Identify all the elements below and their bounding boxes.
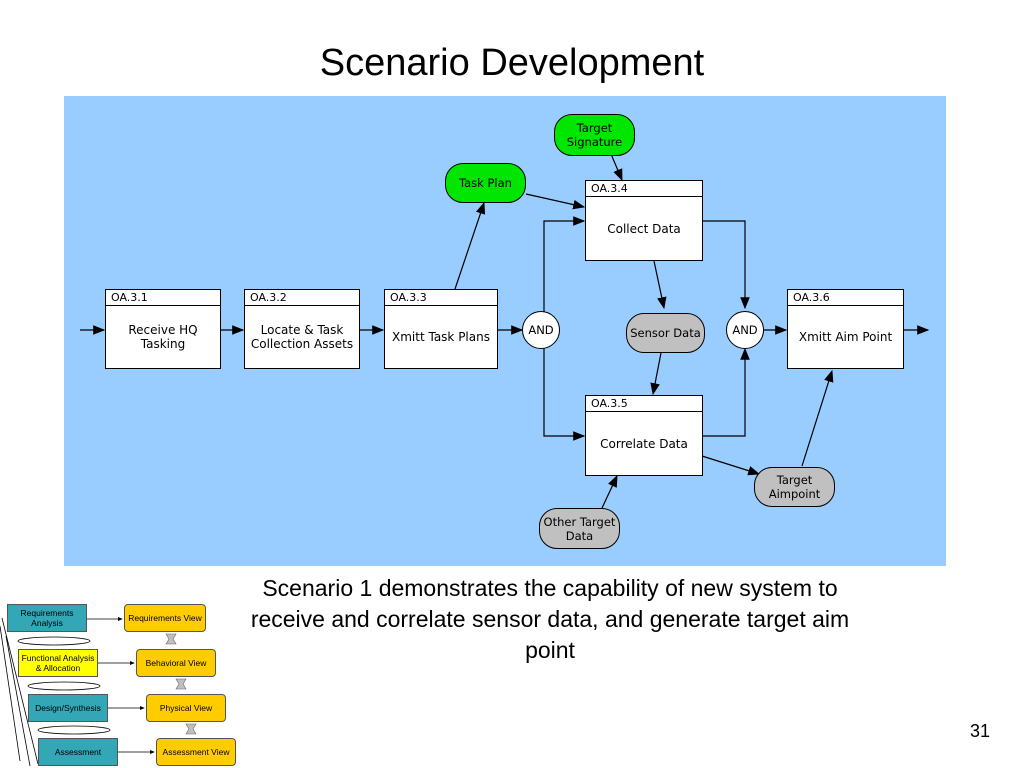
activity-label: Collect Data — [607, 221, 681, 236]
activity-diagram: OA.3.1 Receive HQ Tasking OA.3.2 Locate … — [64, 96, 946, 566]
activity-id: OA.3.1 — [106, 290, 220, 306]
activity-label: Xmitt Aim Point — [798, 330, 893, 344]
process-assessment: Assessment — [38, 738, 118, 766]
activity-label: Correlate Data — [600, 436, 688, 451]
activity-id: OA.3.5 — [586, 396, 702, 412]
view-physical: Physical View — [146, 694, 226, 722]
resource-other-target-data[interactable]: Other Target Data — [539, 508, 620, 549]
resource-task-plan[interactable]: Task Plan — [445, 163, 526, 203]
activity-oa-3-5[interactable]: OA.3.5 Correlate Data — [585, 395, 703, 476]
and-junction-left[interactable]: AND — [522, 311, 560, 349]
activity-id: OA.3.2 — [245, 290, 359, 306]
slide-caption: Scenario 1 demonstrates the capability o… — [250, 575, 850, 663]
activity-oa-3-2[interactable]: OA.3.2 Locate & Task Collection Assets — [244, 289, 360, 369]
resource-target-aimpoint[interactable]: Target Aimpoint — [754, 467, 835, 507]
systems-engineering-process-model: Requirements Analysis Functional Analysi… — [0, 596, 245, 768]
activity-oa-3-4[interactable]: OA.3.4 Collect Data — [585, 180, 703, 261]
activity-oa-3-3[interactable]: OA.3.3 Xmitt Task Plans — [384, 289, 498, 369]
and-junction-right[interactable]: AND — [726, 311, 764, 349]
view-behavioral: Behavioral View — [136, 649, 216, 677]
page-number: 31 — [969, 721, 991, 741]
resource-sensor-data[interactable]: Sensor Data — [626, 313, 705, 353]
activity-id: OA.3.4 — [586, 181, 702, 197]
activity-id: OA.3.3 — [385, 290, 497, 306]
process-requirements-analysis: Requirements Analysis — [7, 604, 87, 632]
process-model-connectors — [0, 617, 197, 767]
activity-id: OA.3.6 — [788, 290, 903, 306]
process-functional-analysis: Functional Analysis & Allocation — [18, 649, 98, 677]
diagram-connectors — [80, 153, 930, 509]
slide-title: Scenario Development — [319, 42, 705, 84]
activity-label: Locate & Task Collection Assets — [250, 323, 354, 351]
resource-target-signature[interactable]: Target Signature — [554, 114, 635, 156]
activity-oa-3-1[interactable]: OA.3.1 Receive HQ Tasking — [105, 289, 221, 369]
activity-label: Xmitt Task Plans — [392, 330, 490, 344]
activity-label: Receive HQ Tasking — [128, 323, 198, 351]
view-requirements: Requirements View — [124, 604, 206, 632]
activity-oa-3-6[interactable]: OA.3.6 Xmitt Aim Point — [787, 289, 904, 369]
view-assessment: Assessment View — [156, 738, 236, 766]
process-design-synthesis: Design/Synthesis — [28, 694, 108, 722]
